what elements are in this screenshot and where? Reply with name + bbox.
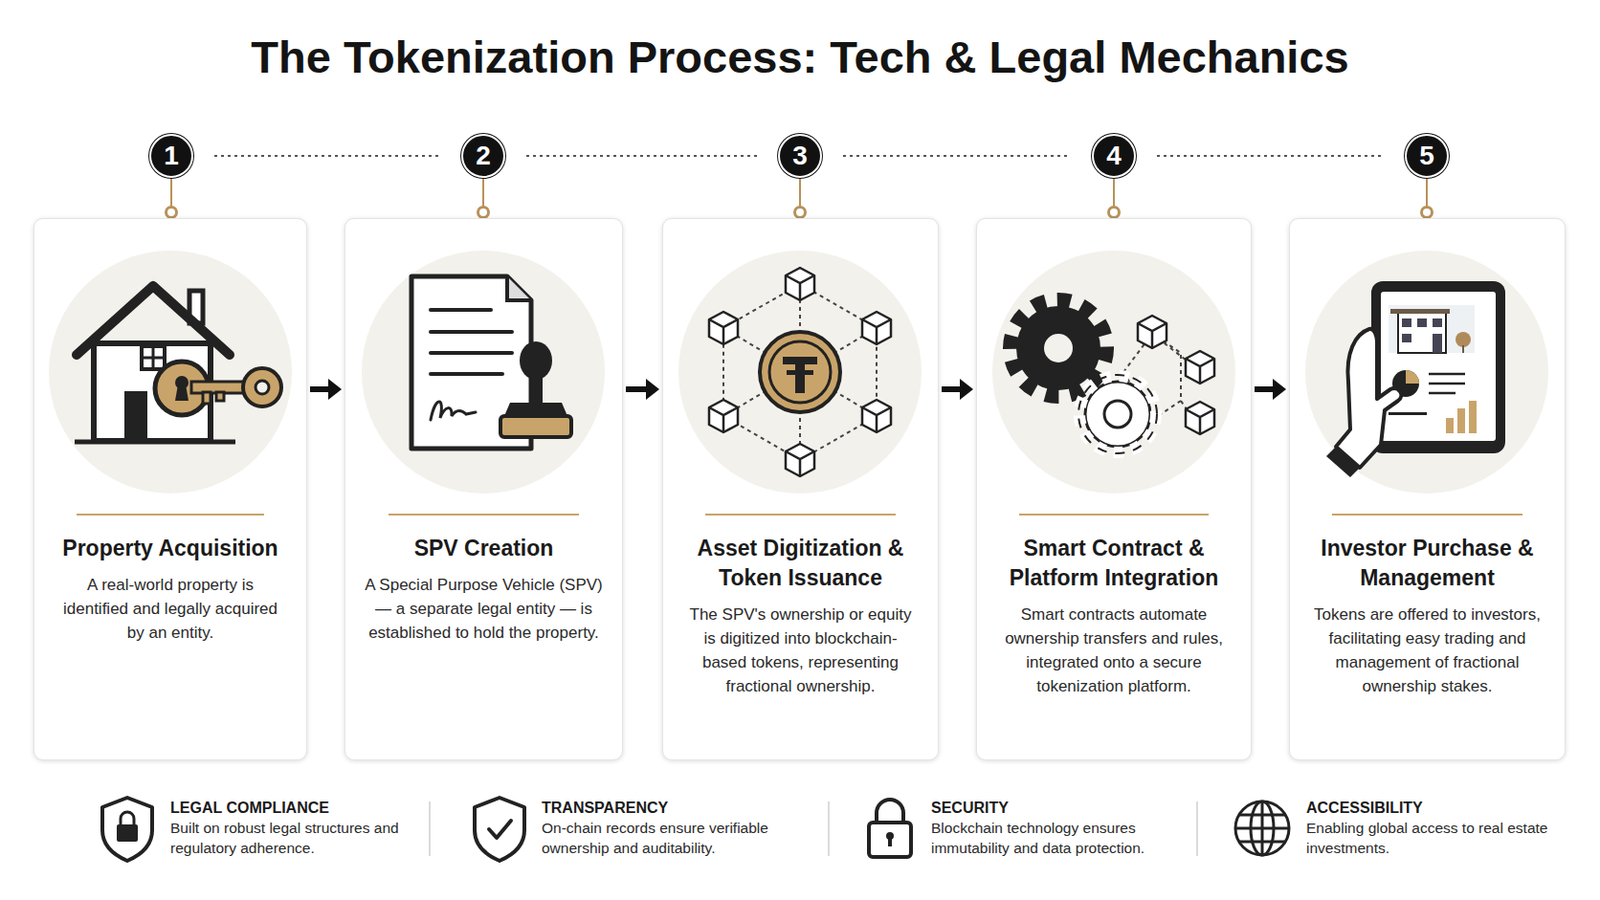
globe-icon <box>1235 801 1289 856</box>
connector <box>1156 155 1384 157</box>
card-heading: Investor Purchase & Management <box>1301 533 1554 594</box>
feature-text: Enabling global access to real estate in… <box>1306 818 1565 859</box>
connector <box>941 378 974 400</box>
padlock-icon <box>868 800 912 858</box>
connector <box>795 177 806 219</box>
connector <box>310 378 342 400</box>
step-number-text: 1 <box>163 140 179 172</box>
step-card: Investor Purchase & ManagementTokens are… <box>1288 218 1566 761</box>
icon-grounds <box>48 250 1549 494</box>
feature-item: LEGAL COMPLIANCEBuilt on robust legal st… <box>170 798 429 859</box>
step-card: SPV Creation A Special Purpose Vehicle (S… <box>344 218 623 761</box>
feature-text: Built on robust legal structures and reg… <box>170 818 429 859</box>
connector <box>1254 378 1287 400</box>
tablet-hand-icon <box>1326 281 1506 478</box>
connector <box>1422 177 1433 219</box>
feature-heading: SECURITY <box>931 798 1190 819</box>
feature-text: Blockchain technology ensures immutabili… <box>931 818 1190 859</box>
connector <box>1109 177 1120 219</box>
card-body: A real-world property is identified and … <box>53 573 288 645</box>
feature-heading: LEGAL COMPLIANCE <box>170 798 429 819</box>
gears-icon <box>1010 300 1215 454</box>
feature-item: SECURITYBlockchain technology ensures im… <box>931 798 1190 859</box>
feature-heading: TRANSPARENCY <box>541 798 800 819</box>
card-heading: Property Acquisition <box>45 533 295 564</box>
step-number: 1 <box>149 133 194 178</box>
feature-heading: ACCESSIBILITY <box>1306 798 1565 819</box>
step-number: 5 <box>1404 133 1449 178</box>
feature-item: ACCESSIBILITYEnabling global access to r… <box>1306 798 1565 859</box>
step-number-text: 4 <box>1106 140 1122 172</box>
document-stamp-icon <box>411 276 572 449</box>
card-body: The SPV's ownership or equity is digitiz… <box>682 602 919 699</box>
connector <box>166 177 178 219</box>
step-number: 4 <box>1091 133 1136 178</box>
card-body: Smart contracts automate ownership trans… <box>996 602 1232 699</box>
step-card: Smart Contract & Platform IntegrationSma… <box>976 218 1252 761</box>
feature-item: TRANSPARENCYOn-chain records ensure veri… <box>541 798 800 859</box>
connector <box>843 155 1071 157</box>
connector <box>214 155 441 157</box>
token-network-icon <box>709 267 891 477</box>
step-card: Asset Digitization & Token IssuanceThe S… <box>662 218 939 761</box>
step-number-text: 5 <box>1419 140 1435 172</box>
shield-check-icon <box>474 798 525 862</box>
step-card: Property Acquisition A real-world propert… <box>33 218 308 761</box>
card-heading: Asset Digitization & Token Issuance <box>674 533 927 594</box>
diagram-title: The Tokenization Process: Tech & Legal M… <box>0 28 1600 87</box>
connector <box>526 155 757 157</box>
step-number-text: 3 <box>792 140 808 172</box>
card-body: A Special Purpose Vehicle (SPV) — a sepa… <box>364 573 603 645</box>
shield-lock-icon <box>102 798 153 862</box>
card-heading: Smart Contract & Platform Integration <box>988 533 1240 594</box>
feature-text: On-chain records ensure verifiable owner… <box>541 818 800 859</box>
card-heading: SPV Creation <box>356 533 611 564</box>
connector <box>625 378 660 400</box>
house-key-icon <box>74 286 282 443</box>
step-number: 3 <box>777 133 823 178</box>
card-dividers <box>76 513 1523 516</box>
card-body: Tokens are offered to investors, facilit… <box>1309 602 1546 699</box>
step-number: 2 <box>461 133 506 178</box>
step-number-text: 2 <box>475 140 491 172</box>
connector <box>478 177 489 219</box>
